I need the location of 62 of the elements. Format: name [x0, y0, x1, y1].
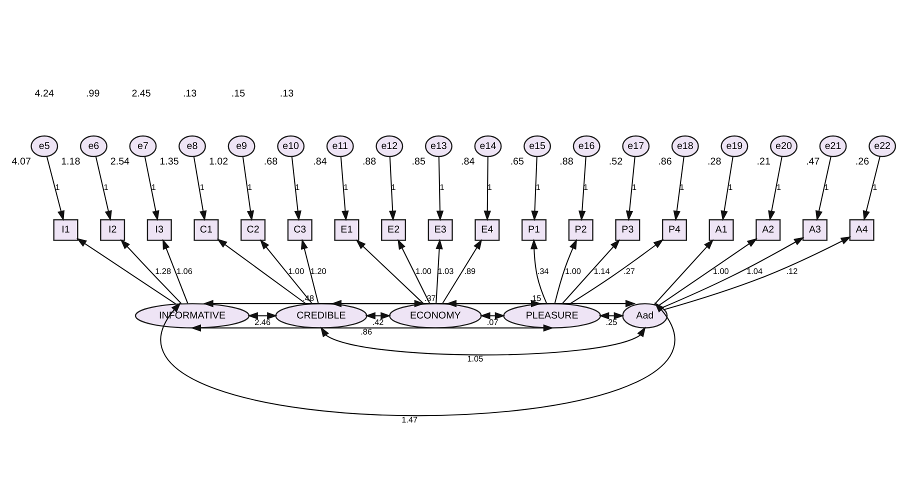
node-label: .86	[658, 156, 672, 167]
edge-label: .12	[786, 266, 798, 276]
edge-label: 1.20	[310, 266, 326, 276]
node-label: 4.07	[12, 156, 31, 167]
edge-label: 1	[200, 182, 204, 192]
edge-label: 1.00	[565, 266, 582, 276]
edge-label: 1	[776, 182, 782, 192]
edge-label: 1	[583, 182, 588, 192]
node-label: 1.35	[160, 156, 179, 167]
node-label: .88	[560, 156, 574, 167]
edge-label: 1.14	[594, 266, 610, 276]
edge-label: .25	[606, 317, 618, 326]
node-label: .65	[510, 156, 524, 167]
edge-label: 1.00	[712, 266, 729, 276]
node-label: .26	[855, 156, 870, 167]
edge-label: .89	[464, 266, 476, 276]
node-label: 1.02	[208, 156, 228, 167]
edge-label: 1.00	[288, 266, 304, 276]
node-label: 2.54	[110, 156, 130, 167]
node-label: .21	[756, 156, 770, 167]
edge-label: 1	[824, 182, 829, 192]
label: .99	[86, 88, 100, 100]
label: .13	[280, 88, 294, 100]
edge-label: .27	[624, 266, 636, 276]
edge-label: 1	[632, 182, 637, 192]
node-label: 1.18	[61, 156, 80, 167]
node-label: .88	[362, 156, 376, 167]
node-label: .84	[313, 156, 327, 167]
node-label: .47	[806, 156, 820, 167]
edge-label: 1	[295, 182, 300, 192]
edge-label: 1	[440, 182, 444, 192]
edge-label: .15	[530, 294, 542, 303]
edge-label: 1.06	[176, 266, 192, 276]
edge-label: 1	[55, 182, 60, 192]
edge-label: 1	[247, 182, 252, 192]
node-label: .52	[608, 156, 623, 167]
edge-label: 1	[151, 182, 156, 192]
label: 4.24	[34, 88, 54, 100]
edge-label: 1	[872, 182, 878, 192]
edge-label: .07	[486, 317, 498, 326]
edge-label: 1	[680, 182, 684, 192]
edge-label: 1	[728, 182, 733, 192]
node-label: .84	[461, 156, 475, 167]
edge-label: 1.28	[155, 266, 172, 276]
edge-label: .86	[360, 327, 372, 336]
label: .15	[231, 88, 246, 100]
label: .13	[182, 88, 197, 100]
edge-label: 1	[104, 182, 108, 192]
edge-label: 1	[344, 182, 348, 192]
node-label: .28	[707, 156, 722, 167]
edge-label: 1	[536, 182, 540, 192]
edge-label: 1.00	[416, 266, 432, 276]
edge-label: 2.46	[254, 317, 271, 326]
edge-label: 1.47	[402, 414, 418, 424]
node-label: .85	[412, 156, 426, 167]
edge-label: .42	[372, 317, 384, 326]
edge-label: 1.04	[746, 266, 763, 276]
edge-label: .34	[537, 266, 549, 276]
node-label: .68	[264, 156, 278, 167]
edge-label: 1.05	[467, 354, 484, 364]
label: 2.45	[132, 88, 151, 100]
edge-label: 1	[487, 182, 492, 192]
